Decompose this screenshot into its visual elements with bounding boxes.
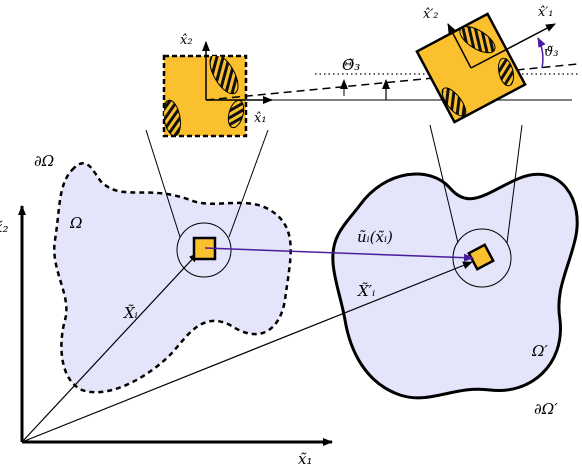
reference-domain [53, 162, 292, 394]
zoom-line-def-left [429, 124, 459, 244]
label-axis-x1: x̃₁ [298, 450, 312, 466]
cell-ref-enlarged [162, 54, 248, 138]
rotated-dashed-line [205, 63, 579, 101]
label-boundary-ref: ∂Ω [34, 152, 54, 170]
label-domain-ref: Ω [69, 214, 82, 232]
label-domain-def: Ω′ [531, 342, 548, 360]
label-boundary-def: ∂Ω′ [534, 400, 558, 418]
zoom-line-def-right [506, 124, 523, 244]
label-local-rotation: ϑ̃₃ [544, 45, 559, 60]
zoom-line-ref-right [228, 129, 269, 238]
local-x1-rot-arrow [470, 23, 556, 69]
local-x2-rot-arrow [447, 23, 472, 69]
position-vector-ref [21, 252, 199, 443]
zoom-circle-ref [176, 222, 232, 278]
label-local-x1: x̂₁ [254, 111, 267, 126]
displacement-arrow [204, 247, 474, 262]
label-global-rotation: Θ̃₃ [342, 56, 360, 74]
zoom-line-ref-left [145, 129, 181, 238]
label-local-x2-rot: x̂′₂ [423, 7, 439, 22]
label-local-x2: x̂₂ [180, 33, 193, 48]
label-displacement: ũᵢ(x̃ᵢ) [357, 228, 393, 246]
deformed-domain [331, 172, 579, 400]
label-local-x1-rot: x̂′₁ [538, 5, 554, 20]
label-position-def: X̃′ᵢ [357, 282, 375, 300]
position-vector-def [21, 261, 473, 443]
label-axis-x2: x̃₂ [0, 218, 8, 236]
local-rotation-arc [537, 37, 546, 69]
label-position-ref: X̃ᵢ [123, 304, 138, 322]
